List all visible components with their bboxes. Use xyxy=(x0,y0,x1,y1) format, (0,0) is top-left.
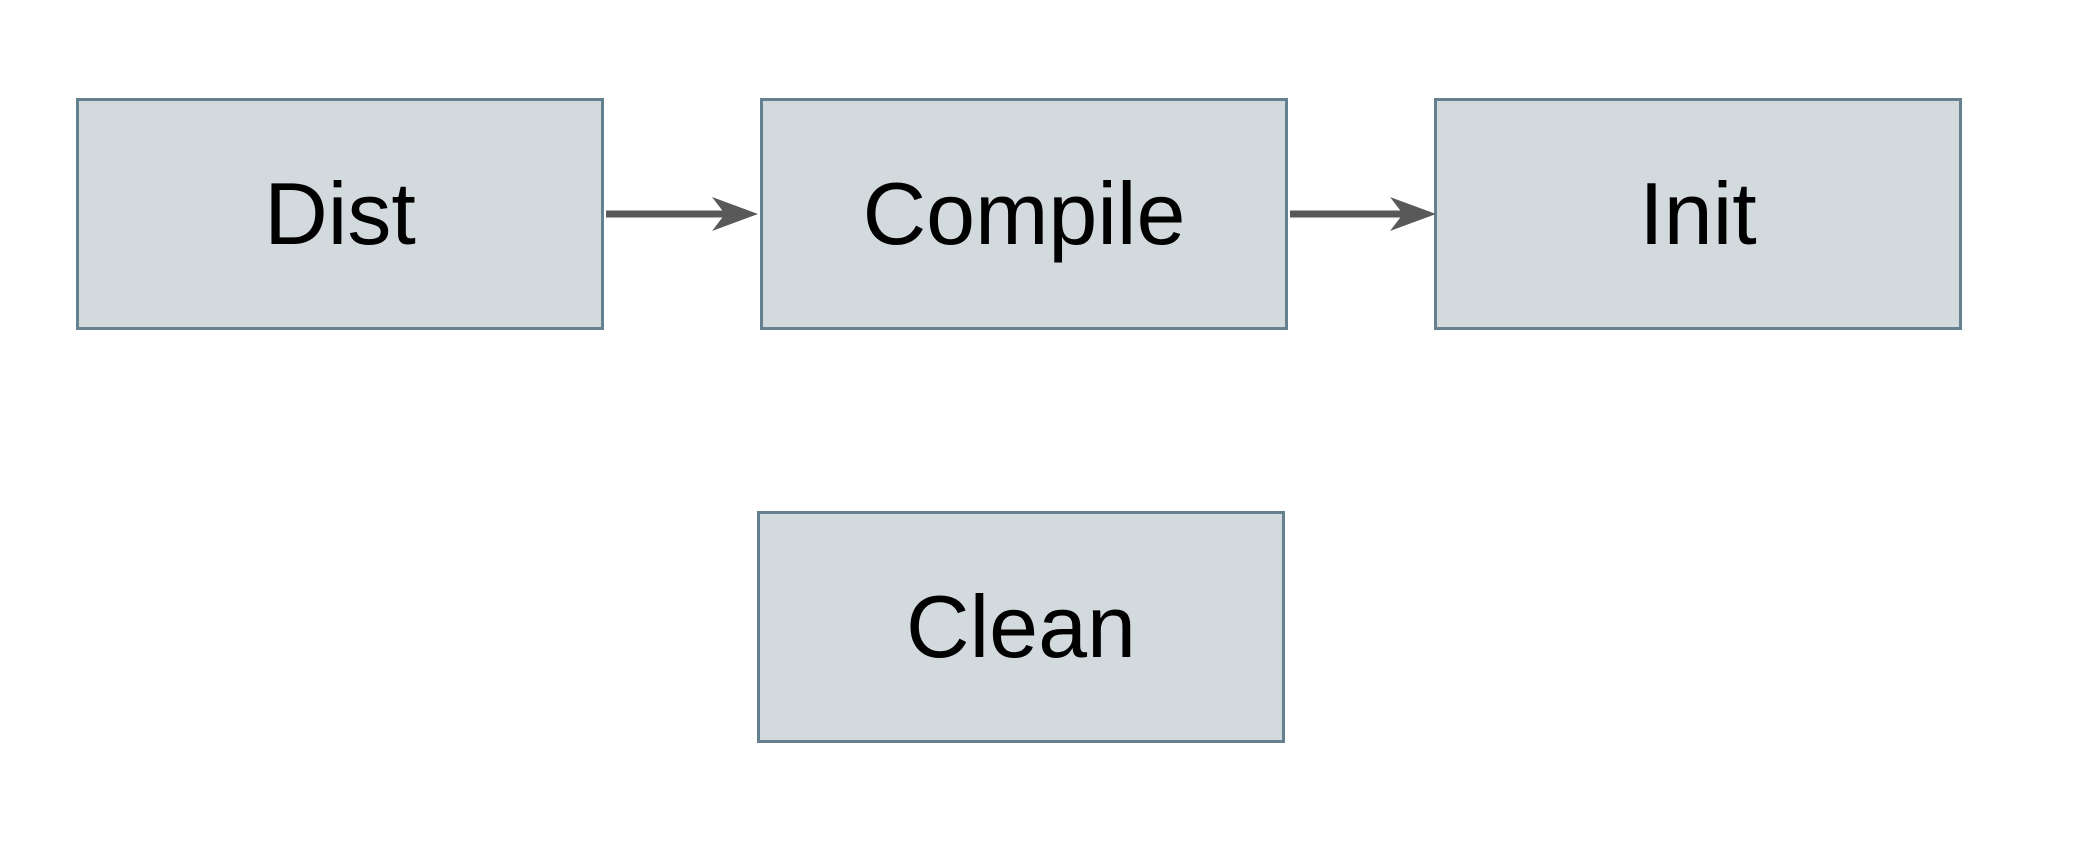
node-init-label: Init xyxy=(1639,164,1757,263)
node-dist-label: Dist xyxy=(264,164,416,263)
node-clean[interactable]: Clean xyxy=(757,511,1285,743)
node-dist[interactable]: Dist xyxy=(76,98,604,330)
node-compile-label: Compile xyxy=(862,164,1186,263)
node-init[interactable]: Init xyxy=(1434,98,1962,330)
arrowhead-right-icon xyxy=(1390,197,1436,231)
arrowhead-right-icon xyxy=(712,197,758,231)
arrow-dist-to-compile[interactable] xyxy=(606,197,758,231)
arrow-compile-to-init[interactable] xyxy=(1290,197,1436,231)
node-clean-label: Clean xyxy=(906,577,1136,676)
node-compile[interactable]: Compile xyxy=(760,98,1288,330)
